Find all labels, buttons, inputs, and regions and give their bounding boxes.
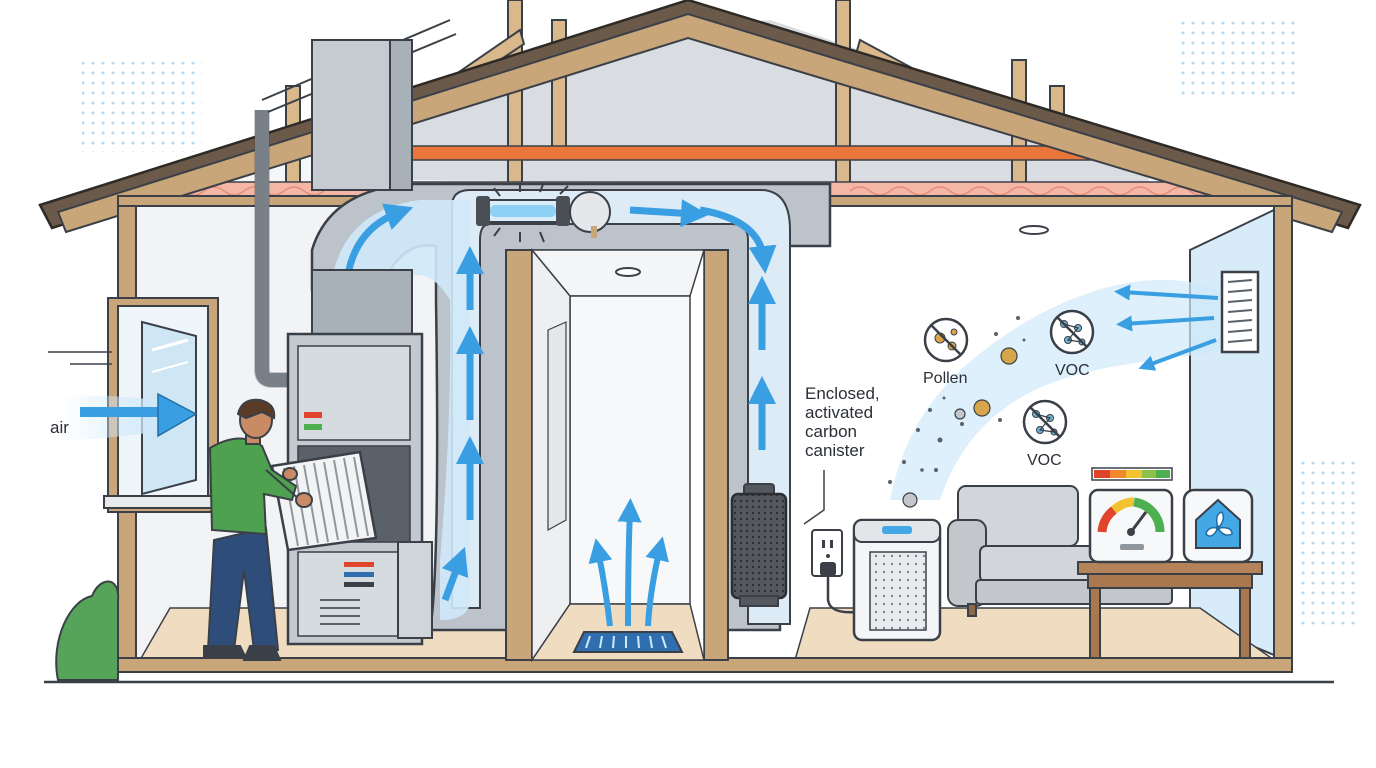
attic-insulation	[412, 146, 1136, 160]
air-purifier	[854, 520, 940, 640]
bush	[56, 581, 118, 680]
carbon-canister-label-line: canister	[805, 441, 925, 460]
voc-label-lower: VOC	[1027, 451, 1062, 470]
wall-return-vent	[1222, 272, 1258, 352]
air-filter	[272, 452, 376, 550]
voc-crossed-icon	[1051, 311, 1093, 353]
floor-register	[574, 632, 682, 652]
carbon-canister-label-line: Enclosed,	[805, 384, 925, 403]
carbon-canister-label-line: activated	[805, 403, 925, 422]
voc-crossed-icon	[1024, 401, 1066, 443]
carbon-canister-label-line: carbon	[805, 422, 925, 441]
carbon-canister-label: Enclosed, activated carbon canister	[805, 384, 925, 460]
fan-house-icon	[1184, 490, 1252, 562]
dot-pattern-decoration	[1180, 20, 1300, 100]
center-room	[506, 250, 728, 660]
pollen-label: Pollen	[923, 369, 967, 388]
dot-pattern-decoration	[82, 62, 202, 152]
carbon-canister	[732, 484, 786, 606]
voc-label-upper: VOC	[1055, 361, 1090, 380]
pollen-crossed-icon	[925, 319, 967, 361]
dot-pattern-decoration	[1296, 460, 1356, 630]
outdoor-air-label: air	[50, 418, 69, 437]
